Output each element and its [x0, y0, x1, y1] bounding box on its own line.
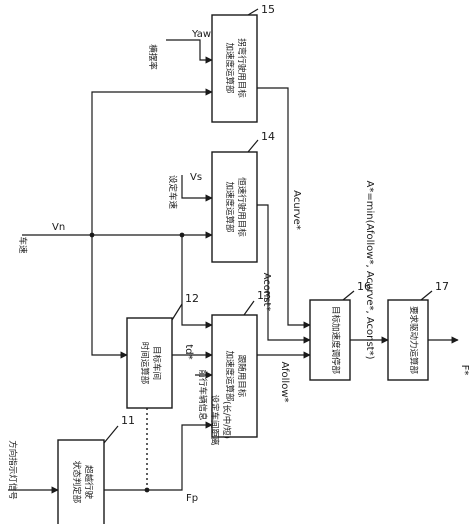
num-17: 17 — [435, 280, 449, 293]
signal-acurve: Acurve* — [291, 190, 302, 230]
signal-vs: Vs — [190, 172, 202, 183]
svg-text:超越行驶: 超越行驶 — [83, 465, 94, 500]
signal-fout: F* — [459, 365, 470, 376]
block-17: 要求驱动力运算部 — [387, 299, 429, 381]
svg-text:状态判定部: 状态判定部 — [71, 461, 82, 504]
wire-fp — [104, 421, 213, 491]
num-11: 11 — [121, 414, 135, 427]
leader-15 — [247, 8, 259, 16]
signal-vn: Vn — [52, 222, 65, 233]
wire-vn-to-b13 — [181, 235, 213, 329]
signal-td: td* — [183, 344, 194, 359]
svg-text:时间运算部: 时间运算部 — [139, 342, 150, 385]
block-12: 目标车间 时间运算部 — [126, 317, 173, 409]
num-14: 14 — [261, 130, 275, 143]
svg-text:加速度运算部: 加速度运算部 — [224, 42, 235, 94]
svg-text:要求驱动力运算部: 要求驱动力运算部 — [408, 306, 419, 375]
signal-yaw: Yaw — [191, 29, 211, 40]
leader-13 — [243, 300, 255, 316]
label-yaw-sensor: 横摆率 — [147, 44, 158, 70]
signal-fp: Fp — [186, 493, 198, 504]
svg-text:跟随用目标: 跟随用目标 — [236, 355, 247, 398]
block-13: 跟随用目标 加速度运算部 — [211, 314, 258, 438]
signal-afollow: Afollow* — [279, 362, 290, 403]
leader-12 — [171, 303, 183, 321]
svg-text:加速度运算部: 加速度运算部 — [224, 350, 235, 402]
leader-17 — [420, 290, 433, 301]
wire-vn-to-b12 — [91, 235, 128, 359]
block-14: 恒速行驶用目标 加速度运算部 — [211, 151, 258, 263]
signal-astar-formula: A*=min(Afollow*, Acurve*, Aconst*) — [364, 180, 375, 359]
num-16: 16 — [357, 280, 371, 293]
num-13: 13 — [257, 289, 271, 302]
leader-16 — [342, 290, 355, 301]
num-15: 15 — [261, 3, 275, 16]
svg-text:目标加速度调停部: 目标加速度调停部 — [330, 306, 341, 375]
svg-text:恒速行驶用目标: 恒速行驶用目标 — [236, 177, 247, 237]
leader-14 — [247, 139, 259, 153]
svg-text:目标车间: 目标车间 — [151, 346, 162, 380]
label-set-speed: 设定车速 — [167, 175, 178, 210]
wire-aconst — [257, 204, 311, 344]
leader-11 — [103, 425, 119, 444]
block-16: 目标加速度调停部 — [309, 299, 351, 381]
label-distance-setting-2: (长/中/短) — [221, 401, 232, 439]
wire-yaw — [166, 39, 213, 64]
svg-text:拐弯行驶用目标: 拐弯行驶用目标 — [236, 38, 247, 98]
wire-vs — [181, 175, 213, 202]
label-vehicle-speed: 车速 — [17, 236, 28, 254]
junction-vn-92 — [89, 232, 95, 238]
svg-text:加速度运算部: 加速度运算部 — [224, 181, 235, 233]
num-12: 12 — [185, 292, 199, 305]
label-preceding-vehicle: 前行车辆信息 — [197, 369, 208, 421]
block-15: 拐弯行驶用目标 加速度运算部 — [211, 14, 258, 123]
wire-vn-to-b15 — [91, 88, 213, 235]
label-distance-setting-1: 设定车间距离 — [209, 394, 220, 445]
label-turn-signal: 方向指示灯信号 — [7, 440, 18, 500]
block-11: 超越行驶 状态判定部 — [57, 439, 105, 524]
junction-vn-182 — [179, 232, 185, 238]
signal-aconst: Aconst* — [261, 273, 272, 312]
junction-fp — [144, 487, 150, 493]
wire-acurve — [257, 87, 311, 329]
